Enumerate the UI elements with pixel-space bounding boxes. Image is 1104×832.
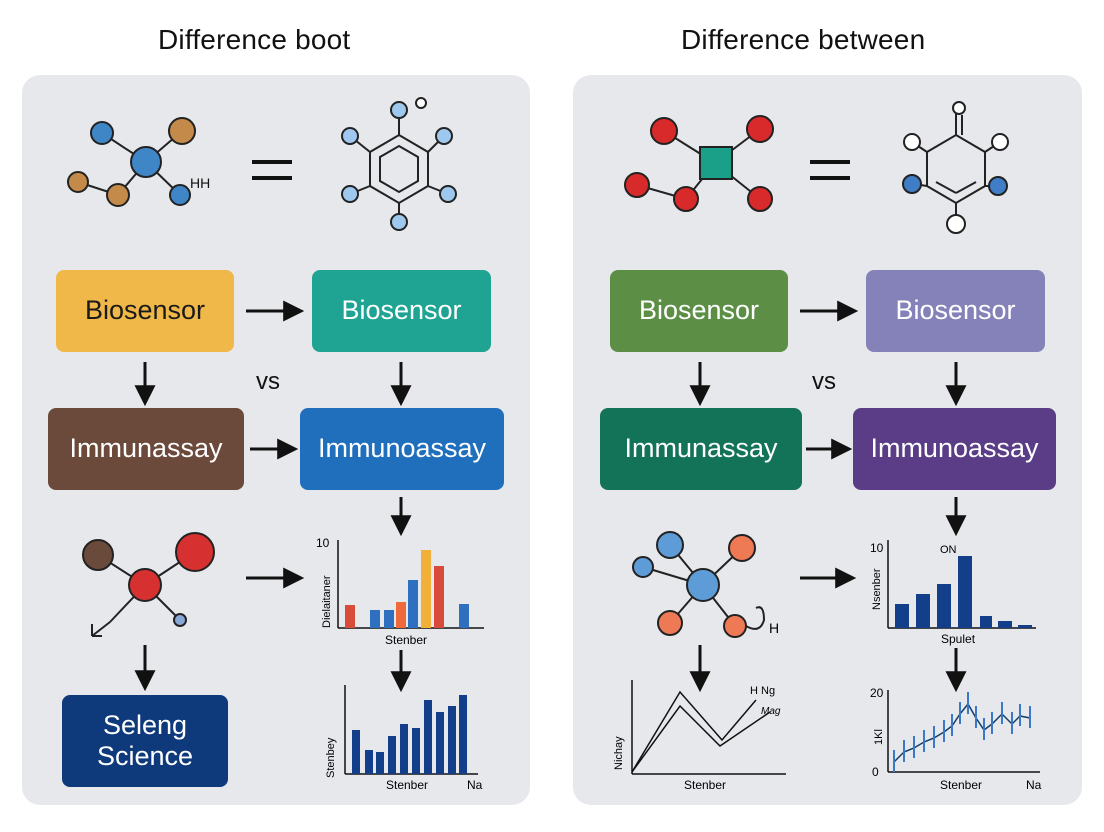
right-chart2-line-2 <box>631 704 771 773</box>
left-title: Difference boot <box>158 24 351 55</box>
right-equals-sign <box>810 160 850 180</box>
right-chart1-bar <box>1018 625 1032 628</box>
right-chart3-ytick-top: 20 <box>870 686 884 700</box>
left-chart2-bar <box>412 728 420 774</box>
left-vs-label: vs <box>256 368 280 395</box>
left-molecule-1 <box>67 117 196 207</box>
right-immunoassay-box: Immunoassay <box>853 408 1056 490</box>
left-immunoassay-box: Immunoassay <box>300 408 504 490</box>
left-chart2-bar <box>436 712 444 774</box>
right-chart1-bar <box>937 584 951 628</box>
right-chart1-bar <box>895 604 909 628</box>
right-chart3-xlabel: Stenber <box>940 778 982 792</box>
right-line-chart-2 <box>887 690 1040 773</box>
left-chart2-bar <box>352 730 360 774</box>
left-chart1-bar <box>370 610 380 628</box>
right-biosensor-box-2: Biosensor <box>866 270 1045 352</box>
right-chart1-annot: ON <box>940 544 957 556</box>
right-chart2-line-1 <box>631 690 757 773</box>
left-chart2-bar <box>448 706 456 774</box>
right-chart1-bar <box>958 556 972 628</box>
left-biosensor-box: Biosensor <box>56 270 234 352</box>
left-chart2-bar <box>400 724 408 774</box>
left-chart2-bar <box>365 750 373 774</box>
left-chart1-ytick: 10 <box>316 536 330 550</box>
science-line-2: Science <box>96 741 194 771</box>
right-chart3-ytick-bottom: 0 <box>872 765 879 779</box>
right-molecule-2 <box>632 531 766 638</box>
right-chart1-bar <box>980 616 992 628</box>
right-chart1-ylabel: Nsenber <box>871 568 883 610</box>
left-chart1-ylabel: Dielaitaner <box>321 575 333 628</box>
right-chart2-xlabel: Stenber <box>684 778 726 792</box>
right-line-chart <box>631 680 786 775</box>
left-bar-chart-bars <box>345 550 469 628</box>
right-chart1-xlabel: Spulet <box>941 632 976 646</box>
right-chart2-ylabel: Nichay <box>613 736 625 770</box>
left-chart2-bar <box>424 700 432 774</box>
left-biosensor-box-2: Biosensor <box>312 270 491 352</box>
right-chart3-trend-line <box>893 702 1031 763</box>
left-bar-chart-2 <box>344 685 478 775</box>
left-chart2-bar <box>459 695 467 774</box>
right-chart3-ylabel: 1Kl <box>873 729 885 745</box>
right-vs-label: vs <box>812 368 836 395</box>
left-chart2-bar <box>376 752 384 774</box>
left-chart1-bar <box>396 602 406 628</box>
right-molecule-1 <box>624 115 774 212</box>
left-immunassay-box: Immunassay <box>48 408 244 490</box>
right-benzene-molecule <box>902 101 1009 234</box>
left-chart1-bar <box>459 604 469 628</box>
right-chart2-legend2: Mag <box>761 706 781 717</box>
left-molecule-2 <box>82 532 215 637</box>
left-chart2-ylabel: Stenbey <box>325 737 337 778</box>
right-chart1-bar <box>916 594 930 628</box>
left-chart1-bar <box>421 550 431 628</box>
left-chart2-xlabel-right: Na <box>467 778 483 792</box>
left-chart1-bar <box>434 566 444 628</box>
left-molecule-label: HH <box>190 175 210 191</box>
left-chart1-bar <box>345 605 355 628</box>
left-chart1-bar <box>384 610 394 628</box>
left-chart2-bar <box>388 736 396 774</box>
right-biosensor-box: Biosensor <box>610 270 788 352</box>
right-chart1-bar <box>998 621 1012 628</box>
right-chart2-legend1: H Ng <box>750 685 775 697</box>
science-line-1: Seleng <box>102 709 188 740</box>
right-title: Difference between <box>681 24 926 55</box>
science-box: Seleng Science <box>62 695 228 787</box>
left-chart2-xlabel: Stenber <box>386 778 428 792</box>
left-equals-sign <box>252 160 292 180</box>
right-immunassay-box: Immunassay <box>600 408 802 490</box>
left-chart1-bar <box>408 580 418 628</box>
right-molecule-label: H <box>769 620 779 636</box>
right-chart3-xlabel-right: Na <box>1026 778 1042 792</box>
right-chart1-ytick: 10 <box>870 541 884 555</box>
left-chart1-xlabel: Stenber <box>385 633 427 647</box>
left-benzene-molecule <box>341 97 457 231</box>
